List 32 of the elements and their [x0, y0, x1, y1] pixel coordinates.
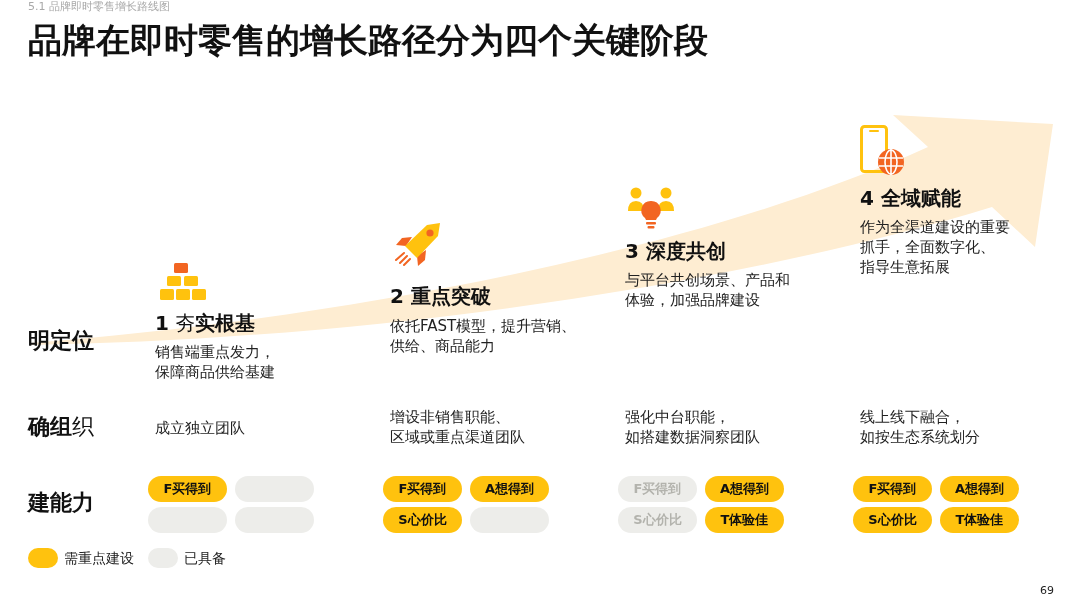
- capability-tag: F买得到: [148, 476, 227, 502]
- page-title: 品牌在即时零售的增长路径分为四个关键阶段: [28, 20, 708, 60]
- section-label: 5.1 品牌即时零售增长路线图: [28, 0, 170, 13]
- organization-text: 成立独立团队: [155, 418, 245, 438]
- organization-text: 增设非销售职能、区域或重点渠道团队: [390, 407, 525, 447]
- capability-tag: T体验佳: [705, 507, 784, 533]
- capability-tag: S心价比: [618, 507, 697, 533]
- stage-description: 销售端重点发力，保障商品供给基建: [155, 342, 275, 382]
- legend-label: 需重点建设: [64, 549, 134, 568]
- organization-text: 强化中台职能，如搭建数据洞察团队: [625, 407, 760, 447]
- stage-title: 1 夯实根基: [155, 311, 256, 335]
- capability-tag: T体验佳: [940, 507, 1019, 533]
- row-header: 建能力: [28, 490, 94, 516]
- stage-description: 作为全渠道建设的重要抓手，全面数字化、指导生意拓展: [860, 217, 1010, 277]
- organization-text: 线上线下融合，如按生态系统划分: [860, 407, 980, 447]
- stage-title: 3 深度共创: [625, 239, 726, 263]
- legend-label: 已具备: [184, 549, 226, 568]
- row-header: 确组织: [28, 414, 94, 440]
- capability-tag: F买得到: [383, 476, 462, 502]
- page-number: 69: [1040, 584, 1054, 597]
- stage-title: 4 全域赋能: [860, 186, 961, 210]
- capability-tag: A想得到: [940, 476, 1019, 502]
- capability-tag: S心价比: [383, 507, 462, 533]
- stage-description: 依托FAST模型，提升营销、供给、商品能力: [390, 316, 577, 356]
- capability-tag: S心价比: [853, 507, 932, 533]
- capability-tag: A想得到: [470, 476, 549, 502]
- capability-tag: A想得到: [705, 476, 784, 502]
- row-header: 明定位: [28, 328, 94, 354]
- stage-description: 与平台共创场景、产品和体验，加强品牌建设: [625, 270, 790, 310]
- stage-title: 2 重点突破: [390, 284, 491, 308]
- capability-tag: F买得到: [853, 476, 932, 502]
- capability-tag: F买得到: [618, 476, 697, 502]
